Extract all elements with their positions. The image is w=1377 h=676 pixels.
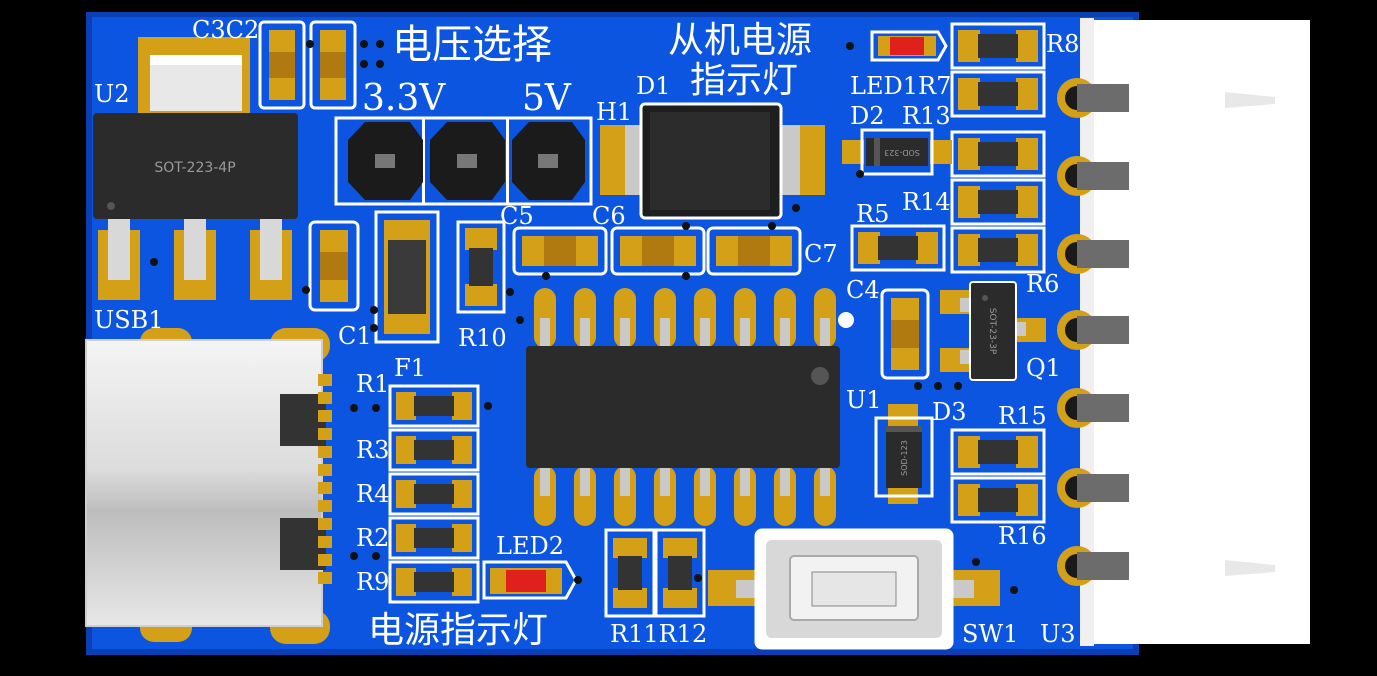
label-r9: R9 xyxy=(356,568,389,596)
voltage-select-header xyxy=(334,116,593,206)
usb-c-connector xyxy=(85,328,332,644)
label-r13: R13 xyxy=(902,102,951,130)
label-c7: C7 xyxy=(804,240,838,268)
label-r6: R6 xyxy=(1026,270,1059,298)
diode-d2: SOD-323 xyxy=(842,128,952,176)
label-r2: R2 xyxy=(356,524,389,552)
label-r3: R3 xyxy=(356,436,389,464)
label-q1: Q1 xyxy=(1026,354,1061,382)
heading-indicator: 指示灯 xyxy=(690,60,798,101)
label-h1: H1 xyxy=(596,98,632,126)
resistor-r10 xyxy=(456,220,506,314)
led-1 xyxy=(870,30,948,62)
label-r5: R5 xyxy=(856,200,889,228)
heading-power-indicator: 电源指示灯 xyxy=(368,610,548,651)
capacitors-c5-c6-c7 xyxy=(512,226,802,276)
heading-slave-power: 从机电源 xyxy=(668,20,812,61)
label-u3: U3 xyxy=(1040,620,1076,648)
resistors-left-column xyxy=(388,384,480,604)
fuse-f1 xyxy=(374,210,440,344)
resistors-r11-r12 xyxy=(604,528,706,618)
q1-package-label: SOT-23-3P xyxy=(987,308,997,355)
label-r1: R1 xyxy=(356,370,389,398)
heading-voltage-select: 电压选择 xyxy=(392,22,552,68)
label-led2: LED2 xyxy=(496,532,564,560)
label-r7: R7 xyxy=(918,72,951,100)
label-f1: F1 xyxy=(394,354,426,382)
label-u1: U1 xyxy=(846,386,882,414)
label-r15: R15 xyxy=(998,402,1047,430)
label-d2: D2 xyxy=(850,102,885,130)
connector-u3 xyxy=(1057,18,1310,646)
label-r16: R16 xyxy=(998,522,1047,550)
ic-u1 xyxy=(526,288,854,526)
d3-package-label: SOD-123 xyxy=(900,440,909,476)
label-c1: C1 xyxy=(338,322,372,350)
label-3v3: 3.3V xyxy=(362,78,446,119)
label-c3c2: C3C2 xyxy=(192,16,259,44)
label-r11r12: R11R12 xyxy=(610,620,707,648)
capacitor-c1 xyxy=(308,220,360,312)
label-r14: R14 xyxy=(902,188,951,216)
regulator-u2: SOT-223-4P xyxy=(93,37,298,300)
diode-d1 xyxy=(600,102,825,220)
label-r10: R10 xyxy=(458,324,507,352)
switch-sw1 xyxy=(708,528,1000,650)
label-u2: U2 xyxy=(94,80,130,108)
label-d1: D1 xyxy=(636,72,671,100)
u2-package-label: SOT-223-4P xyxy=(154,160,235,176)
resistors-right-column xyxy=(950,22,1046,524)
label-r4: R4 xyxy=(356,480,389,508)
diode-d3: SOD-123 xyxy=(874,404,934,504)
label-c6: C6 xyxy=(592,202,626,230)
d2-package-label: SOD-323 xyxy=(884,148,920,157)
label-sw1: SW1 xyxy=(962,620,1018,648)
label-d3: D3 xyxy=(932,398,967,426)
label-c4: C4 xyxy=(846,276,880,304)
capacitor-c4 xyxy=(880,288,930,380)
label-usb1: USB1 xyxy=(94,306,164,334)
capacitors-c3-c2 xyxy=(258,20,357,110)
led-2 xyxy=(482,560,578,600)
vias xyxy=(150,40,1018,594)
transistor-q1: SOT-23-3P xyxy=(940,281,1046,381)
label-r8: R8 xyxy=(1046,30,1079,58)
label-5v: 5V xyxy=(522,78,572,119)
label-led1: LED1 xyxy=(850,72,918,100)
label-c5: C5 xyxy=(500,202,534,230)
resistor-r5 xyxy=(850,224,946,272)
